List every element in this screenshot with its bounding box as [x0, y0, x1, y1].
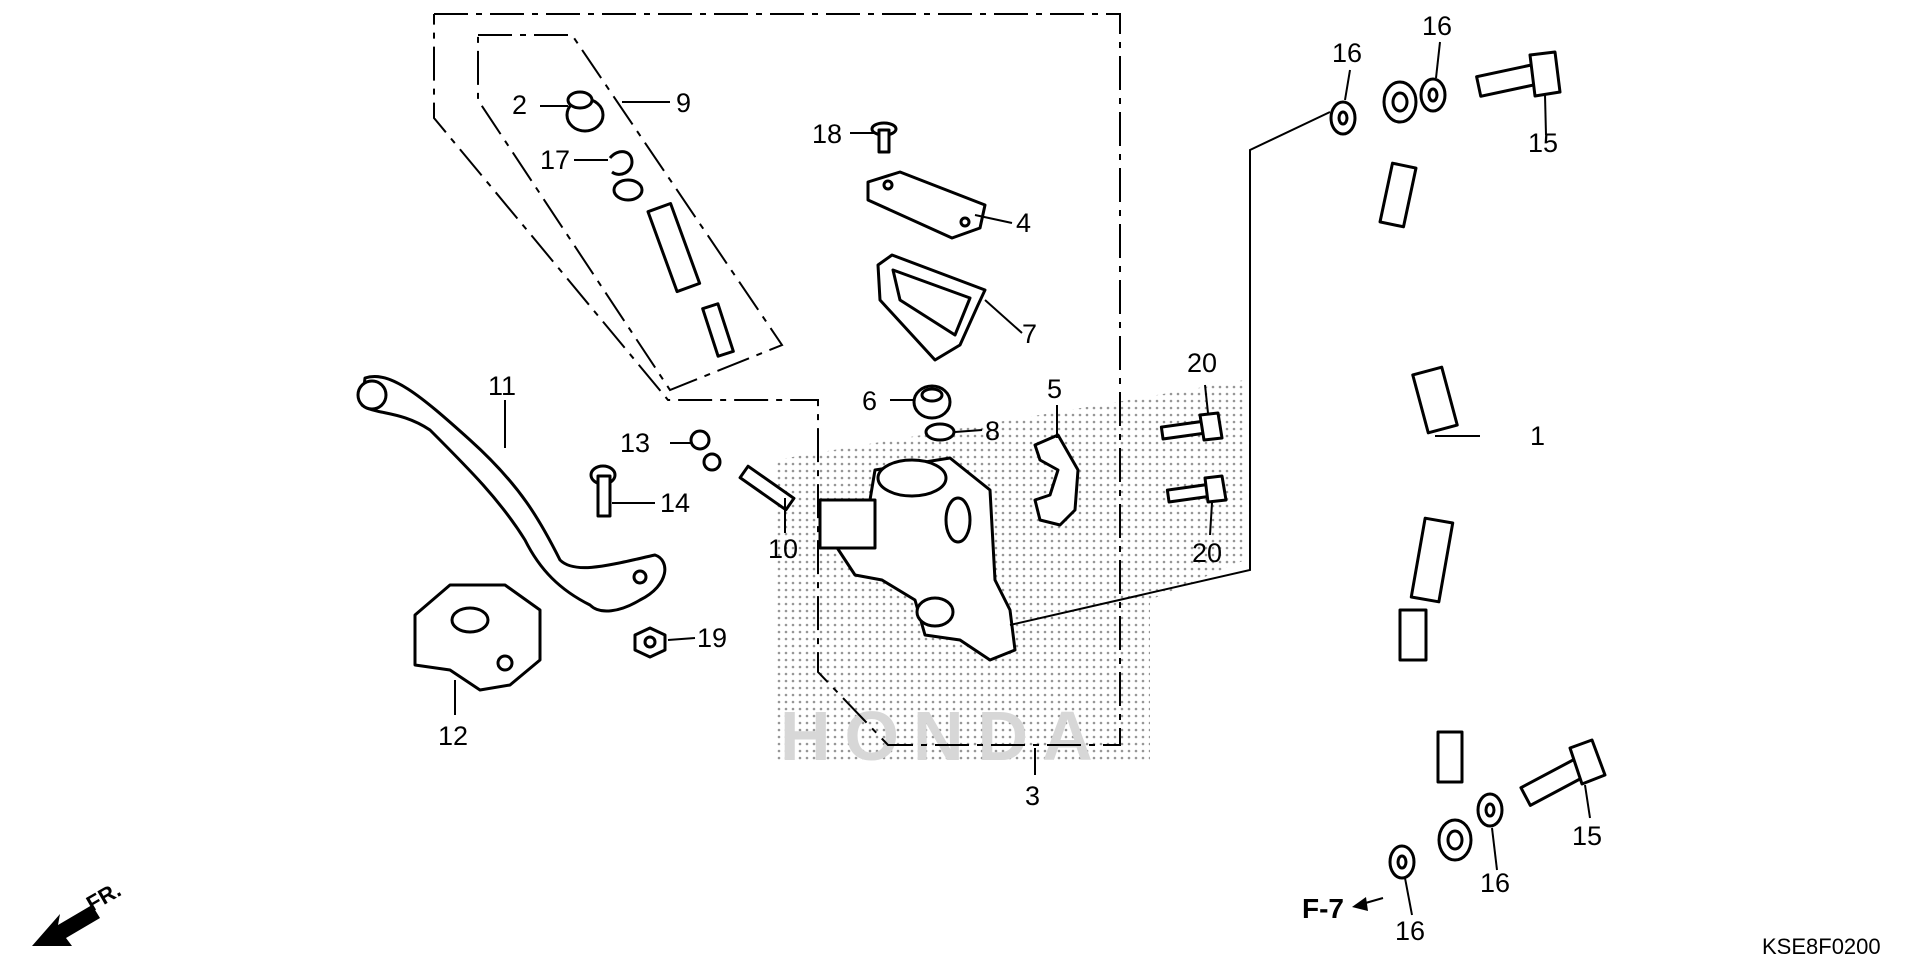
- label-7: 7: [1022, 319, 1037, 349]
- arrow-left-icon: [1352, 897, 1368, 911]
- label-16-bottom-left: 16: [1395, 916, 1425, 946]
- label-1: 1: [1530, 421, 1545, 451]
- label-15-bottom: 15: [1572, 821, 1602, 851]
- assembly-outline-master-cylinder: [433, 13, 1121, 746]
- label-8: 8: [985, 416, 1000, 446]
- front-direction-indicator: FR.: [32, 877, 125, 946]
- hose-routing-line: [1009, 111, 1331, 626]
- oil-bolts: [1475, 50, 1607, 807]
- assembly-outline-piston-set: [477, 34, 784, 392]
- label-12: 12: [438, 721, 468, 751]
- label-20-bottom: 20: [1192, 538, 1222, 568]
- master-cylinder-body: [818, 456, 1017, 662]
- sealing-washers: [1329, 77, 1504, 880]
- label-19: 19: [697, 623, 727, 653]
- front-arrow-icon: [32, 905, 100, 946]
- mounting-bolts: [1159, 411, 1228, 504]
- label-9: 9: [676, 88, 691, 118]
- label-20-top: 20: [1187, 348, 1217, 378]
- label-18: 18: [812, 119, 842, 149]
- brake-hose: [1378, 80, 1473, 862]
- label-15-top: 15: [1528, 128, 1558, 158]
- leader-lines: [454, 41, 1591, 916]
- piston-boot: [912, 384, 952, 420]
- piston-set: [565, 90, 735, 358]
- label-3: 3: [1025, 781, 1040, 811]
- label-6: 6: [862, 386, 877, 416]
- lever-cover: [413, 583, 542, 692]
- label-4: 4: [1016, 208, 1031, 238]
- reference-label: F-7: [1302, 893, 1344, 924]
- label-2: 2: [512, 90, 527, 120]
- pivot-nut: [633, 626, 667, 659]
- label-10: 10: [768, 534, 798, 564]
- brake-lever: [356, 375, 667, 613]
- part-labels: 1 2 3 4 5 6 7 8 9 10 11 12 13 14 15 15 1…: [438, 11, 1602, 946]
- cover-screw: [870, 121, 898, 154]
- label-17: 17: [540, 145, 570, 175]
- lever-spring: [738, 464, 796, 512]
- watermark-text: HONDA: [780, 697, 1107, 775]
- label-11: 11: [488, 371, 516, 401]
- honda-watermark: HONDA: [775, 380, 1245, 775]
- pivot-bolt: [589, 464, 617, 518]
- label-13: 13: [620, 428, 650, 458]
- circlip: [924, 422, 956, 442]
- diagram-code: KSE8F0200: [1762, 934, 1881, 959]
- reservoir-cap: [866, 170, 987, 240]
- label-5: 5: [1047, 374, 1062, 404]
- label-16-top-left: 16: [1332, 38, 1362, 68]
- reservoir-diaphragm: [876, 253, 987, 362]
- adjuster-nut: [689, 429, 722, 472]
- label-16-bottom-right: 16: [1480, 868, 1510, 898]
- label-16-top-right: 16: [1422, 11, 1452, 41]
- label-14: 14: [660, 488, 690, 518]
- holder-clamp: [1033, 433, 1080, 527]
- reference-f7: F-7: [1302, 893, 1384, 924]
